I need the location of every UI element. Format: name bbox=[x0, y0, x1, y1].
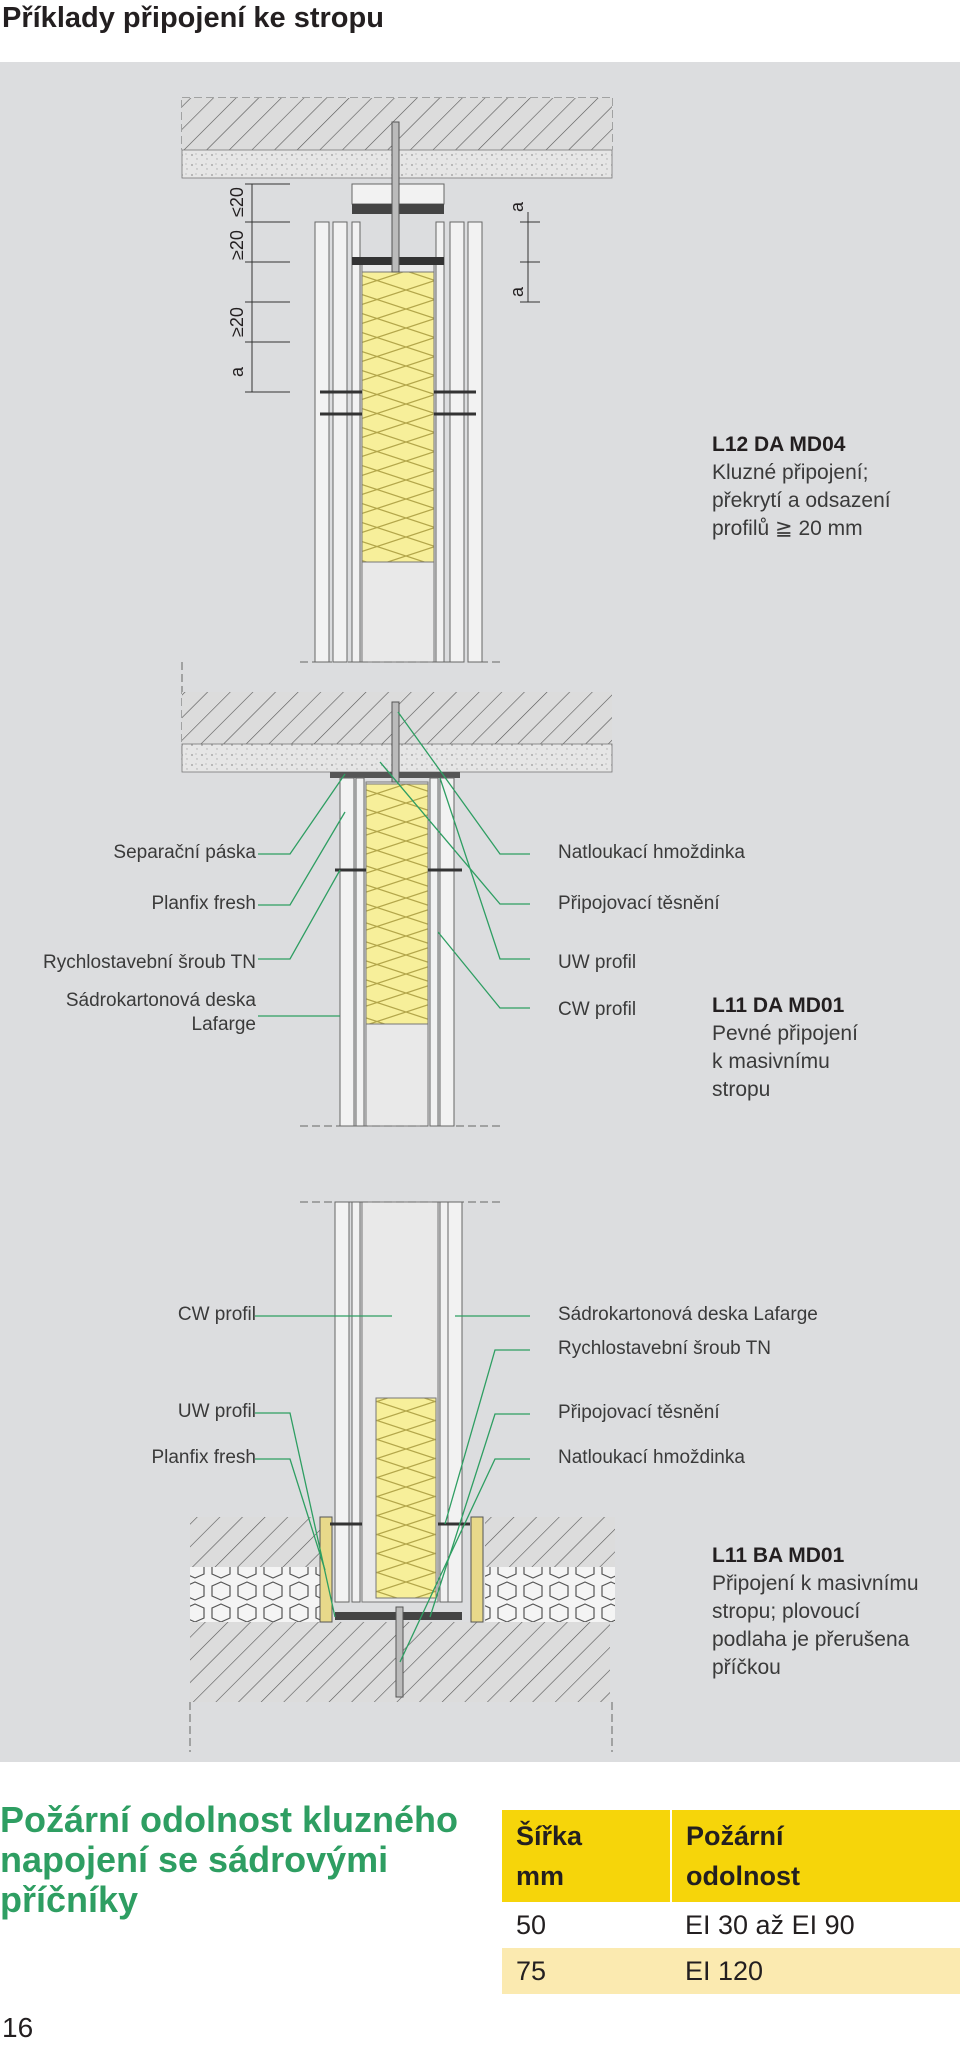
header-line: odolnost bbox=[686, 1861, 800, 1891]
detail-code: L12 DA MD04 bbox=[712, 433, 846, 456]
heading-line: napojení se sádrovými bbox=[0, 1839, 389, 1880]
header-fire-resistance: Požární odolnost bbox=[671, 1810, 960, 1902]
label-anchor: Natloukací hmoždinka bbox=[558, 1447, 745, 1468]
detail-1-drawing: ≤20 ≥20 ≥20 a a a bbox=[181, 97, 613, 663]
caption-line: Připojení k masivnímu bbox=[712, 1572, 919, 1595]
dim-ge20-label: ≥20 bbox=[227, 307, 247, 337]
caption-line: podlaha je přerušena bbox=[712, 1628, 910, 1651]
label-plasterboard: Sádrokartonová deska Lafarge bbox=[558, 1304, 818, 1325]
header-width: Šířka mm bbox=[502, 1810, 672, 1902]
detail-code: L11 DA MD01 bbox=[712, 994, 845, 1017]
label-seal: Připojovací těsnění bbox=[558, 1402, 720, 1423]
detail-code: L11 BA MD01 bbox=[712, 1544, 845, 1567]
table-row: 75 EI 120 bbox=[502, 1948, 960, 1994]
fire-resistance-table: Šířka mm Požární odolnost 50 EI 30 až EI… bbox=[502, 1810, 960, 1994]
connection-details-drawing: ≤20 ≥20 ≥20 a a a bbox=[181, 97, 615, 1752]
page-number: 16 bbox=[2, 2012, 34, 2043]
detail-3-drawing bbox=[189, 1201, 615, 1752]
header-line: Požární bbox=[686, 1821, 784, 1851]
header-line: Šířka bbox=[516, 1821, 583, 1851]
detail-3-caption: L11 BA MD01 Připojení k masivnímu stropu… bbox=[712, 1542, 919, 1682]
cell-width: 50 bbox=[502, 1902, 671, 1948]
table-header-row: Šířka mm Požární odolnost bbox=[502, 1810, 960, 1902]
caption-line: příčkou bbox=[712, 1656, 781, 1679]
table-row: 50 EI 30 až EI 90 bbox=[502, 1902, 960, 1948]
dim-ge20-label: ≥20 bbox=[227, 230, 247, 260]
label-uw-profile: UW profil bbox=[177, 1401, 256, 1422]
label-separacni-paska: Separační páska bbox=[113, 842, 256, 863]
page-title: Příklady připojení ke stropu bbox=[2, 2, 384, 34]
caption-line: profilů ≧ 20 mm bbox=[712, 517, 863, 540]
caption-line: stropu; plovoucí bbox=[712, 1600, 861, 1623]
label-anchor: Natloukací hmoždinka bbox=[558, 842, 745, 863]
dim-a-label: a bbox=[507, 201, 527, 212]
dim-a-label: a bbox=[507, 286, 527, 297]
heading-line: Požární odolnost kluzného bbox=[0, 1799, 458, 1840]
detail-2-caption: L11 DA MD01 Pevné připojení k masivnímu … bbox=[712, 992, 858, 1104]
detail-2-drawing bbox=[181, 662, 613, 1127]
label-plasterboard: Sádrokartonová deska bbox=[65, 990, 256, 1011]
caption-line: stropu bbox=[712, 1078, 771, 1101]
diagram-panel: ≤20 ≥20 ≥20 a a a bbox=[0, 62, 960, 1762]
cell-fire-resistance: EI 30 až EI 90 bbox=[671, 1902, 960, 1948]
heading-line: příčníky bbox=[0, 1879, 139, 1920]
cell-width: 75 bbox=[502, 1948, 671, 1994]
caption-line: k masivnímu bbox=[712, 1050, 830, 1073]
label-plasterboard-brand: Lafarge bbox=[191, 1014, 256, 1035]
label-screw-tn: Rychlostavební šroub TN bbox=[43, 952, 256, 973]
label-seal: Připojovací těsnění bbox=[558, 893, 720, 914]
caption-line: překrytí a odsazení bbox=[712, 489, 891, 512]
dim-a-label: a bbox=[227, 366, 247, 377]
label-uw-profile: UW profil bbox=[558, 952, 637, 973]
caption-line: Kluzné připojení; bbox=[712, 461, 869, 484]
detail-1-caption: L12 DA MD04 Kluzné připojení; překrytí a… bbox=[712, 431, 891, 543]
label-screw-tn: Rychlostavební šroub TN bbox=[558, 1338, 771, 1359]
label-planfix-fresh: Planfix fresh bbox=[151, 893, 256, 914]
label-cw-profile: CW profil bbox=[177, 1304, 256, 1325]
dim-le20-label: ≤20 bbox=[227, 187, 247, 217]
header-line: mm bbox=[516, 1861, 565, 1891]
label-cw-profile: CW profil bbox=[558, 999, 637, 1020]
caption-line: Pevné připojení bbox=[712, 1022, 858, 1045]
fire-resistance-heading: Požární odolnost kluzného napojení se sá… bbox=[0, 1800, 500, 1920]
cell-fire-resistance: EI 120 bbox=[671, 1948, 960, 1994]
label-planfix-fresh: Planfix fresh bbox=[151, 1447, 256, 1468]
